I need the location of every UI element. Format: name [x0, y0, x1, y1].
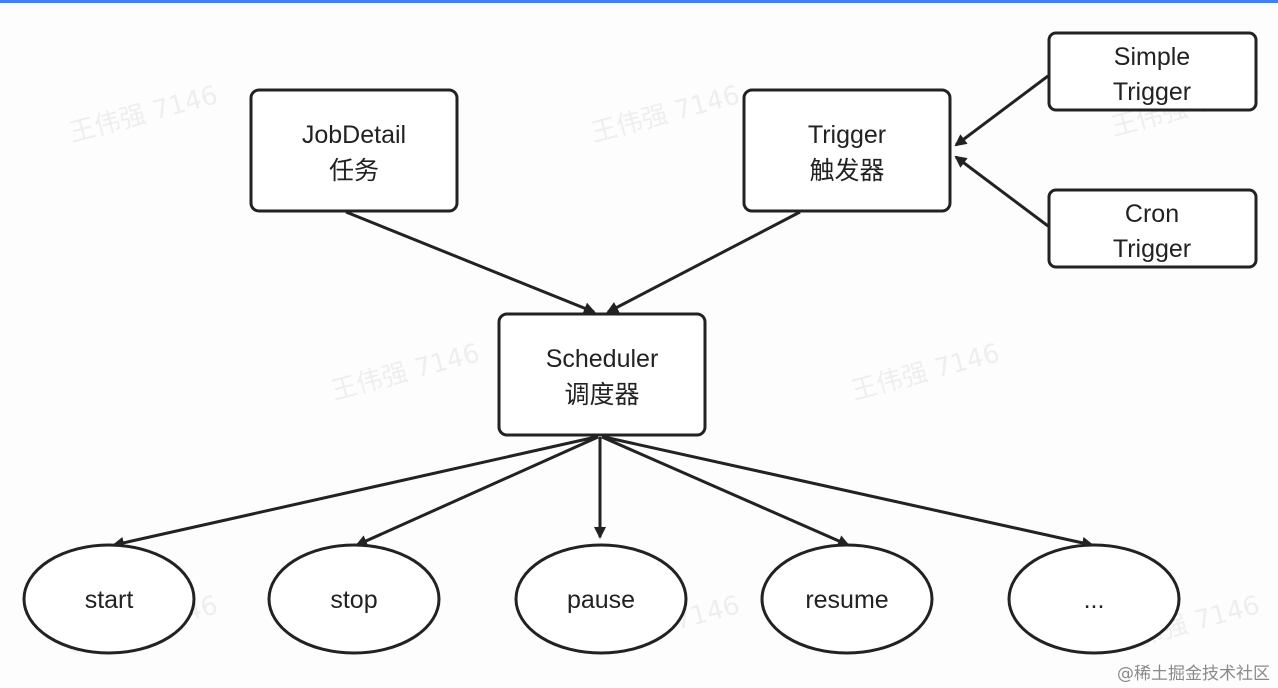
- edge-scheduler-to-resume: [601, 435, 850, 547]
- node-scheduler-box: [497, 312, 707, 437]
- node-scheduler: Scheduler 调度器: [497, 312, 707, 437]
- node-cron-trigger-box: [1047, 188, 1258, 269]
- edge-simple-trigger-to-trigger: [954, 74, 1049, 147]
- node-pause: pause: [514, 543, 688, 655]
- node-pause-label: pause: [567, 586, 635, 614]
- node-cron-trigger-line2: Trigger: [1113, 235, 1191, 263]
- node-scheduler-title: Scheduler: [546, 345, 659, 373]
- watermark-text: 王伟强 7146: [848, 338, 1003, 406]
- node-trigger-title: Trigger: [808, 121, 886, 149]
- node-simple-trigger-box: [1047, 31, 1258, 112]
- node-simple-trigger: Simple Trigger: [1047, 31, 1258, 112]
- watermark-text: 王伟强 7146: [588, 80, 743, 148]
- node-start-ellipse: [22, 543, 196, 655]
- node-scheduler-subtitle: 调度器: [564, 381, 639, 409]
- edge-scheduler-to-stop: [355, 435, 599, 547]
- edge-scheduler-to-start: [112, 435, 597, 549]
- node-jobdetail-box: [249, 88, 459, 213]
- node-cron-trigger-line1: Cron: [1125, 200, 1179, 228]
- node-resume-label: resume: [805, 586, 888, 614]
- node-trigger: Trigger 触发器: [742, 88, 952, 213]
- node-stop-label: stop: [330, 586, 377, 614]
- node-more-ellipse: [1007, 543, 1181, 655]
- node-simple-trigger-line1: Simple: [1114, 43, 1190, 71]
- node-jobdetail-title: JobDetail: [302, 121, 406, 149]
- node-cron-trigger: Cron Trigger: [1047, 188, 1258, 269]
- node-start-label: start: [85, 586, 134, 614]
- node-jobdetail-subtitle: 任务: [329, 157, 379, 185]
- edges-layer: [112, 74, 1094, 549]
- node-jobdetail: JobDetail 任务: [249, 88, 459, 213]
- node-resume: resume: [760, 543, 934, 655]
- watermark-text: 王伟强 7146: [66, 80, 221, 148]
- watermark-text: 王伟强 7146: [328, 338, 483, 406]
- node-resume-ellipse: [760, 543, 934, 655]
- edge-trigger-to-scheduler: [606, 210, 801, 314]
- top-accent-bar: [0, 0, 1278, 3]
- credit-text: @稀土掘金技术社区: [1117, 664, 1270, 684]
- node-trigger-subtitle: 触发器: [809, 157, 884, 185]
- node-pause-ellipse: [514, 543, 688, 655]
- node-trigger-box: [742, 88, 952, 213]
- node-simple-trigger-line2: Trigger: [1113, 78, 1191, 106]
- node-more: ...: [1007, 543, 1181, 655]
- edge-cron-trigger-to-trigger: [954, 155, 1049, 228]
- edge-jobdetail-to-scheduler: [345, 210, 596, 314]
- node-stop: stop: [267, 543, 441, 655]
- node-more-label: ...: [1084, 586, 1105, 614]
- node-start: start: [22, 543, 196, 655]
- edge-scheduler-to-more: [603, 435, 1094, 549]
- node-stop-ellipse: [267, 543, 441, 655]
